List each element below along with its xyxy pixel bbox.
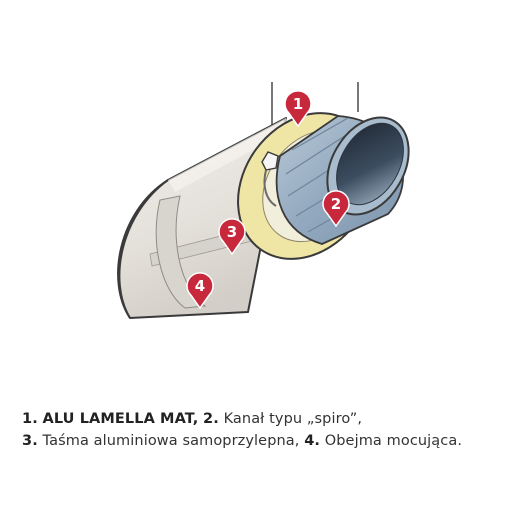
spiro-duct <box>275 115 410 245</box>
legend-item-aluminium-tape: Taśma aluminiowa samoprzylepna, <box>42 433 300 449</box>
callout-marker-4: 4 <box>186 272 214 310</box>
map-pin-icon <box>284 90 312 128</box>
legend-number-1: 1. <box>22 411 38 427</box>
legend-item-spiro-duct: Kanał typu „spiro”, <box>223 411 363 427</box>
callout-marker-number: 3 <box>227 223 237 241</box>
legend-line-1: 1. ALU LAMELLA MAT, 2. Kanał typu „spiro… <box>22 408 502 430</box>
callout-marker-2: 2 <box>322 190 350 228</box>
callout-markers: 1 2 3 4 <box>186 90 350 310</box>
callout-marker-number: 4 <box>195 277 205 295</box>
duct-insulation-illustration: 1 2 3 4 <box>117 82 410 319</box>
legend-line-2: 3. Taśma aluminiowa samoprzylepna, 4. Ob… <box>22 430 502 452</box>
callout-marker-number: 2 <box>331 195 341 213</box>
legend-item-mounting-clamp: Obejma mocująca. <box>324 433 463 449</box>
map-pin-icon <box>322 190 350 228</box>
map-pin-icon <box>218 218 246 256</box>
map-pin-icon <box>186 272 214 310</box>
mounting-clamp-band <box>155 195 207 309</box>
callout-marker-number: 1 <box>293 95 303 113</box>
legend-caption: 1. ALU LAMELLA MAT, 2. Kanał typu „spiro… <box>22 408 502 452</box>
legend-number-2: 2. <box>203 411 219 427</box>
legend-item-alu-lamella-mat: ALU LAMELLA MAT, <box>42 411 199 427</box>
callout-marker-3: 3 <box>218 218 246 256</box>
legend-number-4: 4. <box>304 433 321 449</box>
hanger-clip-icon <box>261 151 279 207</box>
callout-marker-1: 1 <box>284 90 312 128</box>
legend-number-3: 3. <box>22 433 38 449</box>
